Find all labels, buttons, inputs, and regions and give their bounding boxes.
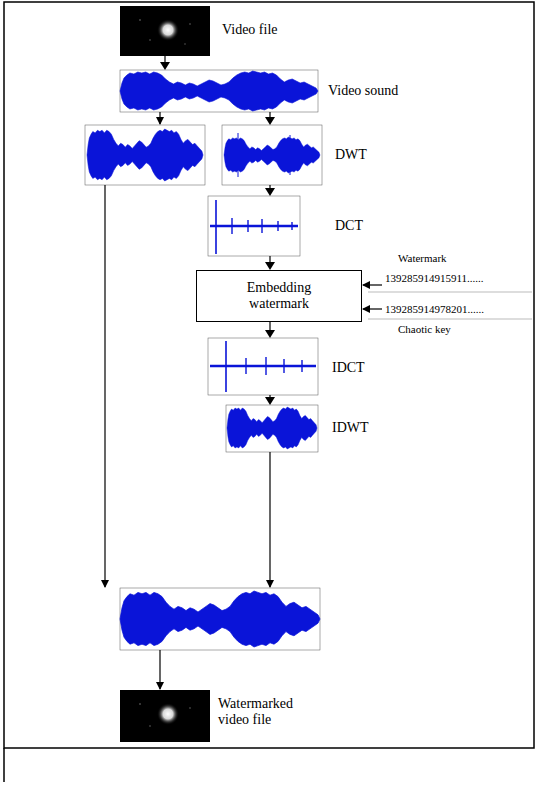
flow-arrow	[265, 256, 275, 270]
dwt-approximation-waveform	[85, 125, 205, 185]
underline	[368, 292, 532, 293]
annotation-label: Chaotic key	[398, 323, 451, 336]
video-node: Video file	[120, 6, 282, 56]
frame-line	[3, 748, 5, 782]
video-thumbnail	[120, 690, 210, 742]
flow-arrow	[265, 112, 275, 125]
video-thumbnail	[120, 6, 210, 56]
flow-arrow	[265, 322, 275, 338]
node-label: DWT	[335, 147, 367, 163]
waveform-node: IDCT	[208, 338, 369, 395]
flow-arrow	[160, 56, 170, 70]
underline	[368, 319, 532, 320]
waveform-node: Video sound	[120, 70, 402, 112]
dct-spectrum	[208, 196, 300, 256]
waveform-node: IDWT	[226, 405, 376, 452]
outer-frame	[4, 2, 534, 748]
node-label: Watermarked video file	[218, 696, 310, 728]
audio-waveform	[120, 70, 318, 112]
dwt-detail-waveform	[222, 125, 322, 185]
idwt-waveform	[226, 405, 318, 452]
node-label: Embedding watermark	[229, 280, 329, 312]
flow-arrow	[265, 395, 275, 405]
waveform-node: DWT	[222, 125, 372, 185]
idct-signal	[208, 338, 318, 395]
node-label: IDWT	[332, 420, 369, 436]
node-label: DCT	[335, 218, 363, 234]
node-label: IDCT	[332, 360, 365, 376]
node-label: Video sound	[328, 83, 398, 99]
annotation-label: 139285914978201......	[385, 303, 484, 316]
flow-arrows	[105, 112, 382, 689]
node-label: Video file	[222, 22, 278, 38]
annotation-label: Watermark	[398, 252, 447, 265]
waveform-node: DCT	[208, 196, 368, 256]
merged-waveform	[120, 588, 320, 650]
process-box: Embedding watermark	[196, 270, 362, 322]
video-node: Watermarked video file	[120, 690, 320, 742]
flow-arrow	[265, 185, 275, 196]
annotation-label: 139285914915911......	[385, 272, 484, 285]
